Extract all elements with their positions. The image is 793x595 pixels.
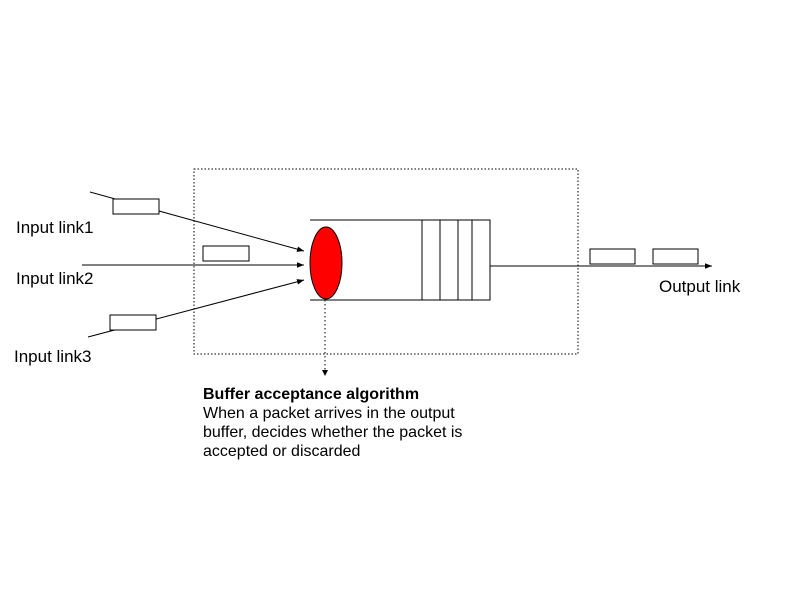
input-link2-label: Input link2: [16, 269, 94, 288]
input-link3-label: Input link3: [14, 347, 92, 366]
caption-title: Buffer acceptance algorithm: [203, 386, 420, 403]
switch-boundary: [193, 168, 579, 355]
output-link-label: Output link: [659, 277, 741, 296]
input-packet-1: [112, 198, 160, 215]
buffer-acceptance-caption: Buffer acceptance algorithm When a packe…: [203, 385, 462, 461]
queued-packet-1: [421, 219, 441, 301]
output-packet-2: [652, 248, 699, 265]
output-packet-1: [589, 248, 636, 265]
input-link1-label: Input link1: [16, 218, 94, 237]
queued-packet-2: [439, 219, 459, 301]
buffer-acceptance-point: [309, 226, 343, 300]
input-packet-3: [109, 314, 157, 331]
caption-body: When a packet arrives in the output buff…: [203, 405, 463, 460]
queued-packet-3: [471, 219, 491, 301]
input-packet-2: [202, 245, 250, 262]
